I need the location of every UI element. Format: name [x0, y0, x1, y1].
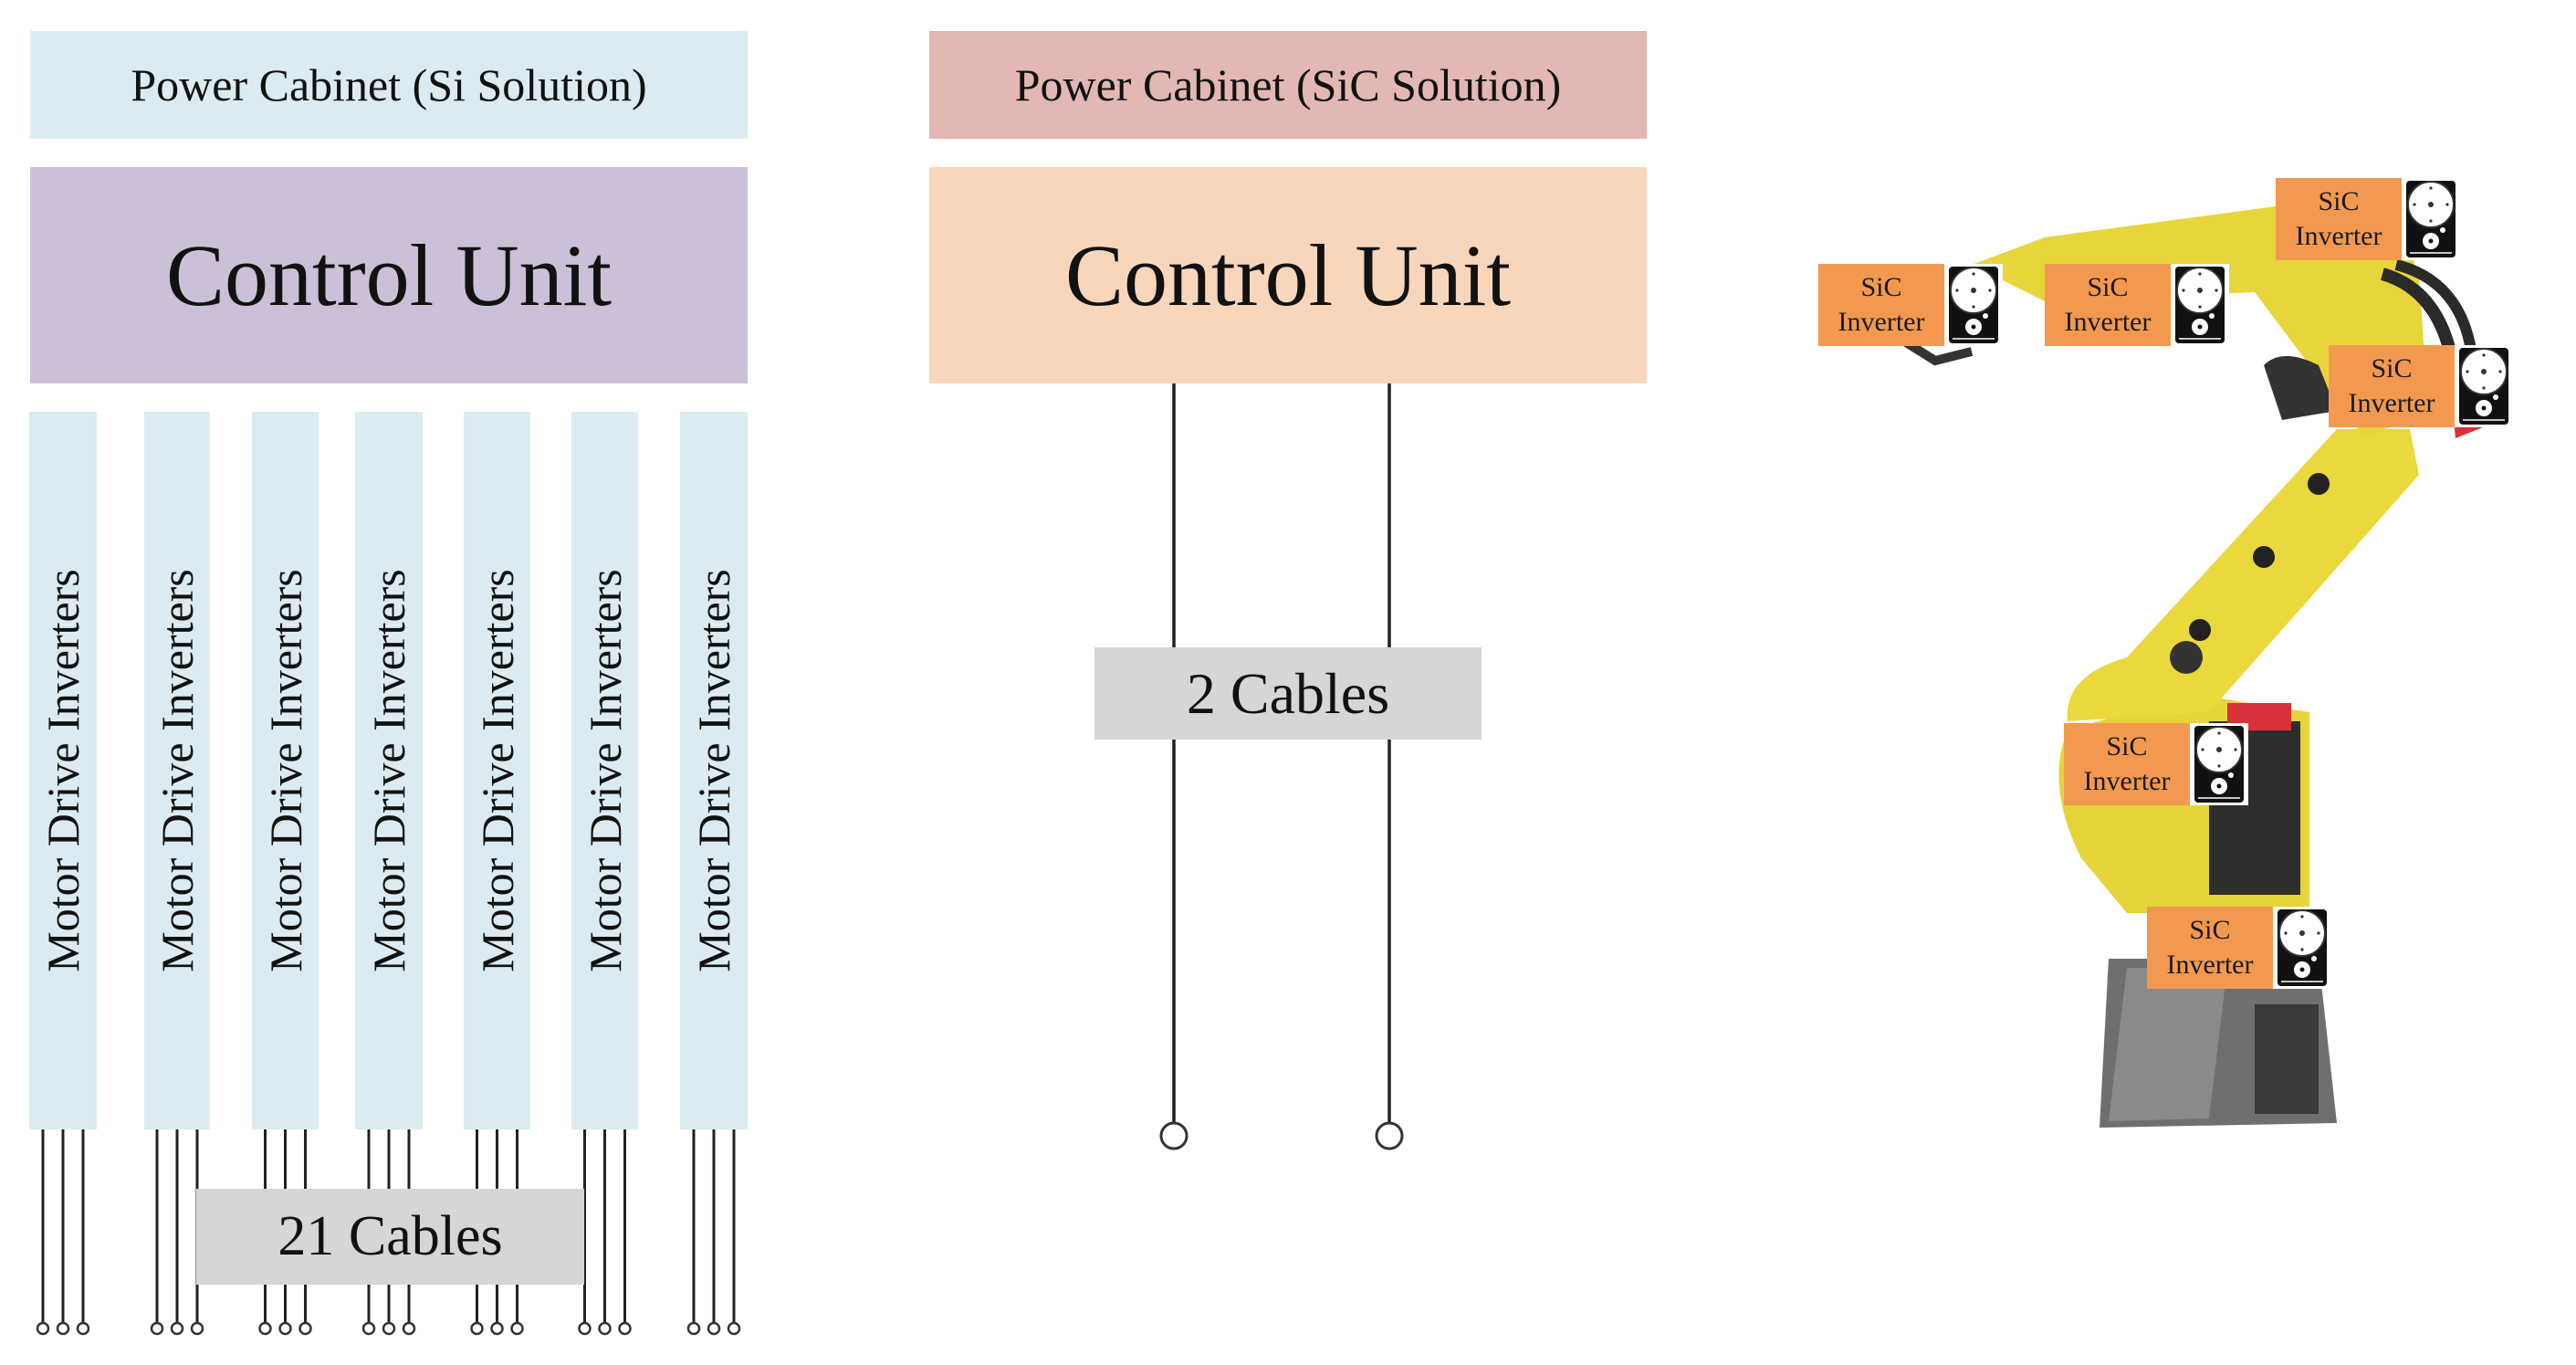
sic-inverter-label-line2: Inverter	[2348, 388, 2435, 418]
sic-inverter-label-line2: Inverter	[2064, 307, 2152, 337]
si-cable-terminal	[402, 1321, 416, 1336]
si-control-unit-text: Control Unit	[165, 226, 612, 324]
si-cable-terminal	[618, 1321, 632, 1336]
motor-drive-inverter-column: Motor Drive Inverters	[252, 412, 319, 1129]
sic-inverter-tag: SiC Inverter	[2064, 723, 2248, 805]
sic-inverter-label-line2: Inverter	[2083, 766, 2171, 796]
si-cable-terminal	[382, 1321, 396, 1336]
sic-inverter-label: SiC Inverter	[2147, 907, 2273, 989]
sic-inverter-label-line1: SiC	[2106, 731, 2148, 761]
sic-cable-count-text: 2 Cables	[1186, 660, 1390, 726]
si-cable-terminal	[707, 1321, 721, 1336]
si-control-unit: Control Unit	[30, 167, 748, 383]
sic-inverter-label: SiC Inverter	[2329, 345, 2455, 427]
si-cable-terminal	[361, 1321, 376, 1336]
motor-drive-inverter-column: Motor Drive Inverters	[571, 412, 638, 1129]
servo-motor-icon	[2171, 264, 2229, 346]
motor-drive-inverter-column: Motor Drive Inverters	[464, 412, 530, 1129]
motor-drive-inverter-column: Motor Drive Inverters	[680, 412, 748, 1129]
sic-inverter-tag: SiC Inverter	[2147, 907, 2331, 989]
sic-inverter-label-line1: SiC	[1860, 272, 1902, 302]
robot-base	[2100, 959, 2337, 1128]
si-cable-terminal	[298, 1321, 312, 1336]
sic-inverter-tag: SiC Inverter	[2276, 178, 2460, 260]
servo-motor-icon	[1944, 264, 2003, 346]
si-cable-terminal	[490, 1321, 504, 1336]
sic-inverter-label-line2: Inverter	[1838, 307, 1925, 337]
motor-drive-inverter-column: Motor Drive Inverters	[144, 412, 210, 1129]
sic-header-text: Power Cabinet (SiC Solution)	[1014, 59, 1562, 110]
si-cable-terminal	[686, 1321, 701, 1336]
servo-motor-icon	[2455, 345, 2513, 427]
si-cable-terminal	[578, 1321, 592, 1336]
servo-motor-icon	[2190, 723, 2248, 805]
si-cable-terminal	[36, 1321, 50, 1336]
sic-control-unit: Control Unit	[929, 167, 1647, 383]
servo-motor-icon	[2273, 907, 2331, 989]
si-cable-terminal	[170, 1321, 184, 1336]
sic-inverter-tag: SiC Inverter	[1818, 264, 2003, 346]
si-cable-count-label: 21 Cables	[196, 1189, 584, 1285]
sic-inverter-tag: SiC Inverter	[2045, 264, 2229, 346]
sic-inverter-label-line2: Inverter	[2295, 221, 2382, 251]
si-cable-terminal	[150, 1321, 164, 1336]
si-cable-terminal	[727, 1321, 741, 1336]
sic-inverter-label: SiC Inverter	[2045, 264, 2171, 346]
si-cable-terminal	[470, 1321, 484, 1336]
si-cable-terminal	[598, 1321, 612, 1336]
motor-drive-inverter-column: Motor Drive Inverters	[29, 412, 97, 1129]
sic-inverter-label: SiC Inverter	[2276, 178, 2402, 260]
sic-inverter-label: SiC Inverter	[1818, 264, 1944, 346]
sic-control-unit-text: Control Unit	[1064, 226, 1511, 324]
sic-inverter-label-line1: SiC	[2371, 353, 2413, 383]
si-cable-terminal	[258, 1321, 272, 1336]
sic-power-cabinet-header: Power Cabinet (SiC Solution)	[929, 31, 1647, 139]
si-cable-terminal	[190, 1321, 204, 1336]
si-cable-terminal	[76, 1321, 90, 1336]
si-cable-count-text: 21 Cables	[277, 1205, 503, 1267]
sic-inverter-label-line1: SiC	[2318, 186, 2360, 216]
sic-cable-count-label: 2 Cables	[1094, 647, 1482, 740]
sic-inverter-label-line1: SiC	[2189, 915, 2231, 945]
motor-drive-inverter-column: Motor Drive Inverters	[355, 412, 423, 1129]
si-cable-terminal	[510, 1321, 524, 1336]
sic-cable-terminal	[1375, 1121, 1404, 1150]
si-header-text: Power Cabinet (Si Solution)	[131, 59, 647, 110]
si-cable-terminal	[56, 1321, 70, 1336]
si-power-cabinet-header: Power Cabinet (Si Solution)	[30, 31, 748, 139]
sic-inverter-tag: SiC Inverter	[2329, 345, 2513, 427]
si-cable-terminal	[278, 1321, 292, 1336]
servo-motor-icon	[2402, 178, 2460, 260]
sic-inverter-label-line2: Inverter	[2166, 950, 2254, 980]
sic-cable-terminal	[1159, 1121, 1189, 1150]
sic-inverter-label-line1: SiC	[2087, 272, 2129, 302]
sic-inverter-label: SiC Inverter	[2064, 723, 2190, 805]
robot-main-arm	[2067, 429, 2419, 721]
